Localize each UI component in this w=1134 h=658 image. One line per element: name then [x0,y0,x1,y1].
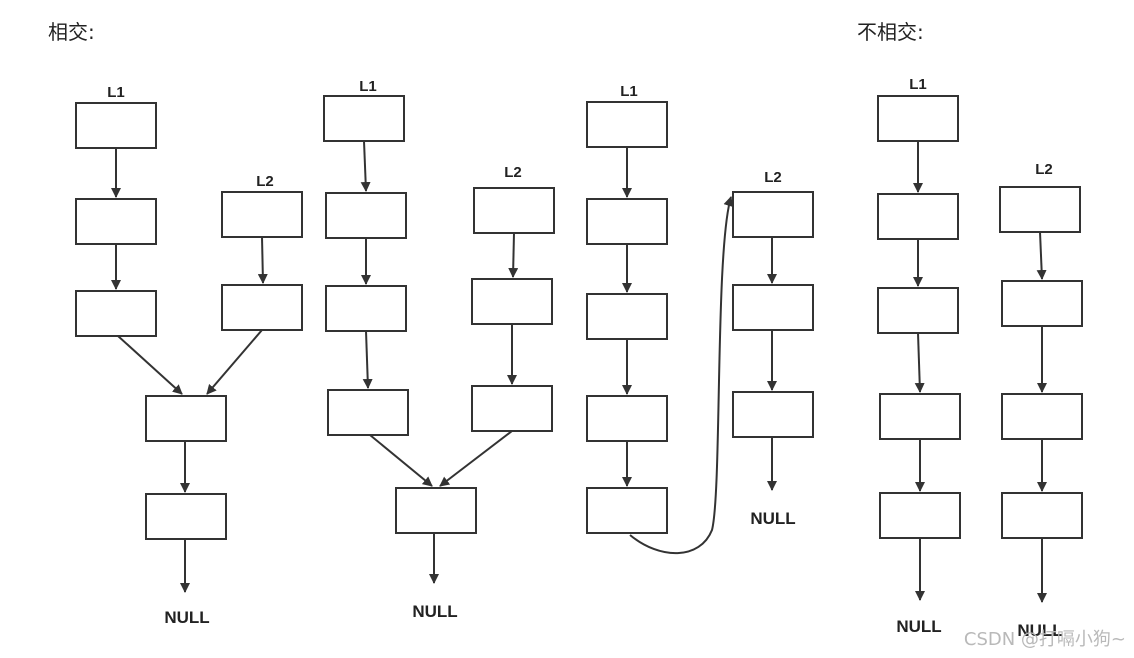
l2-label: L2 [504,164,522,181]
list-node [323,95,405,142]
null-label: NULL [164,608,209,627]
list-node [1001,280,1083,327]
l2-label: L2 [256,173,274,190]
null-label: NULL [896,617,941,636]
list-node [586,395,668,442]
list-node [327,389,409,436]
list-node [1001,393,1083,440]
null-label: NULL [412,602,457,621]
arrow [362,330,373,389]
watermark: CSDN @打嗝小狗~ [964,629,1126,650]
list-node [879,492,961,539]
null-label: NULL [750,509,795,528]
arrow [508,232,519,278]
list-node [877,287,959,334]
arrow [1036,231,1047,280]
list-node [221,191,303,238]
null-label: NULL [1017,621,1062,640]
list-node [325,285,407,332]
heading-intersect: 相交: [48,20,95,44]
list-node [732,191,814,238]
heading-not-intersect: 不相交: [857,20,924,44]
arrow [117,335,183,395]
l2-label: L2 [1035,161,1053,178]
list-node [999,186,1081,233]
l2-label: L2 [764,169,782,186]
arrow [206,329,263,395]
list-node [877,95,959,142]
arrow [439,430,513,487]
list-node [75,290,157,337]
list-node [325,192,407,239]
list-node [471,278,553,325]
l1-label: L1 [107,84,125,101]
list-node [75,102,157,149]
curved-arrow [629,196,734,555]
list-node [732,284,814,331]
arrow [914,332,925,393]
diagram-1: L1 L2 NULL [75,84,303,627]
arrow [257,236,268,284]
list-node [877,193,959,240]
diagram-4: L1 L2 NULL NULL [877,76,1083,640]
list-node [221,284,303,331]
list-node [471,385,553,432]
list-node [145,493,227,540]
list-node [145,395,227,442]
list-node [1001,492,1083,539]
l1-label: L1 [620,83,638,100]
list-node [586,293,668,340]
list-node [879,393,961,440]
diagram-2: L1 L2 NULL [323,78,555,621]
l1-label: L1 [909,76,927,93]
list-node [586,101,668,148]
list-node [75,198,157,245]
list-node [586,487,668,534]
l1-label: L1 [359,78,377,95]
arrow [369,434,433,487]
diagram-3: L1 L2 NULL [586,83,814,555]
arrow [360,140,371,192]
list-node [586,198,668,245]
list-node [732,391,814,438]
list-node [473,187,555,234]
list-node [395,487,477,534]
